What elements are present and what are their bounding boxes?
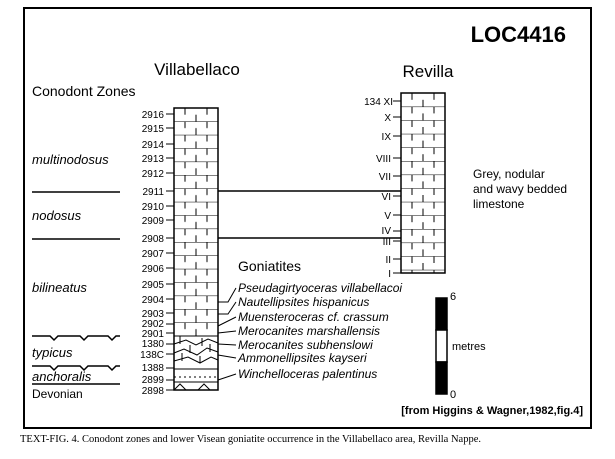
revilla-bed-label: IX	[382, 132, 392, 143]
zone-boundaries	[32, 191, 120, 385]
bed-label: 2903	[142, 309, 165, 320]
correlation-lines	[218, 190, 401, 239]
scale-bar	[435, 297, 448, 395]
source-citation: [from Higgins & Wagner,1982,fig.4]	[401, 405, 583, 417]
bed-label: 2914	[142, 140, 165, 151]
revilla-bed-label: II	[385, 255, 391, 266]
goniatite-name: Nautellipsites hispanicus	[238, 295, 369, 309]
goniatites-heading: Goniatites	[238, 258, 301, 274]
revilla-bed-label: X	[384, 113, 391, 124]
bed-label: 2902	[142, 319, 165, 330]
revilla-bed-label: I	[388, 269, 391, 280]
conodont-zones-heading: Conodont Zones	[32, 83, 136, 99]
revilla-bed-label: 134 XI	[364, 97, 393, 108]
villabellaco-title: Villabellaco	[154, 60, 240, 79]
revilla-title: Revilla	[402, 62, 454, 81]
revilla-bed-label: VII	[379, 172, 391, 183]
bed-label: 1388	[142, 363, 165, 374]
lithology-note-line: and wavy bedded	[473, 182, 567, 196]
bed-label: 1380	[142, 339, 165, 350]
revilla-bed-label: IV	[382, 226, 392, 237]
revilla-bed-label: VI	[382, 192, 391, 203]
villabellaco-bed-ticks	[166, 113, 174, 391]
goniatite-name: Merocanites marshallensis	[238, 324, 380, 338]
figure-frame	[23, 7, 592, 429]
goniatite-name: Ammonellipsites kayseri	[237, 351, 367, 365]
zone-typicus: typicus	[32, 345, 73, 360]
scale-unit-label: metres	[452, 341, 486, 353]
bed-label: 2899	[142, 375, 165, 386]
revilla-bed-label: V	[384, 211, 391, 222]
scale-bottom-label: 0	[450, 389, 456, 401]
zone-nodosus: nodosus	[32, 208, 82, 223]
goniatite-pointers	[217, 287, 237, 381]
lithology-note-line: limestone	[473, 197, 525, 211]
goniatite-name: Pseudagirtyoceras villabellacoi	[238, 281, 402, 295]
bed-label: 2915	[142, 124, 165, 135]
zone-anchoralis: anchoralis	[32, 369, 92, 384]
revilla-bed-label: VIII	[376, 154, 391, 165]
bed-label: 2916	[142, 110, 165, 121]
bed-label: 2907	[142, 249, 165, 260]
goniatite-name: Merocanites subhenslowi	[238, 338, 373, 352]
zone-bilineatus: bilineatus	[32, 280, 87, 295]
villabellaco-limestone-column	[174, 108, 218, 336]
villabellaco-nodular-beds	[173, 335, 219, 391]
bed-label: 2911	[142, 187, 164, 198]
locality-code: LOC4416	[471, 22, 566, 47]
lithology-note-line: Grey, nodular	[473, 167, 545, 181]
revilla-limestone-column	[400, 92, 446, 274]
bed-label: 2898	[142, 386, 165, 397]
bed-label: 2905	[142, 280, 165, 291]
bed-label: 2913	[142, 154, 165, 165]
bed-label: 2904	[142, 295, 165, 306]
figure-caption: TEXT-FIG. 4. Conodont zones and lower Vi…	[20, 434, 481, 445]
bed-label: 2910	[142, 202, 165, 213]
bed-label: 2906	[142, 264, 165, 275]
goniatite-name: Muensteroceras cf. crassum	[238, 310, 389, 324]
bed-label: 138C	[140, 350, 164, 361]
bed-label: 2901	[142, 329, 165, 340]
scale-top-label: 6	[450, 291, 456, 303]
bed-label: 2909	[142, 216, 165, 227]
bed-label: 2912	[142, 169, 165, 180]
zone-devonian: Devonian	[32, 387, 83, 401]
zone-multinodosus: multinodosus	[32, 152, 109, 167]
revilla-bed-label: III	[383, 237, 391, 248]
villabellaco-column-outline	[173, 107, 219, 391]
revilla-bed-ticks	[393, 100, 401, 274]
bed-label: 2908	[142, 234, 165, 245]
goniatite-name: Winchelloceras palentinus	[238, 367, 377, 381]
